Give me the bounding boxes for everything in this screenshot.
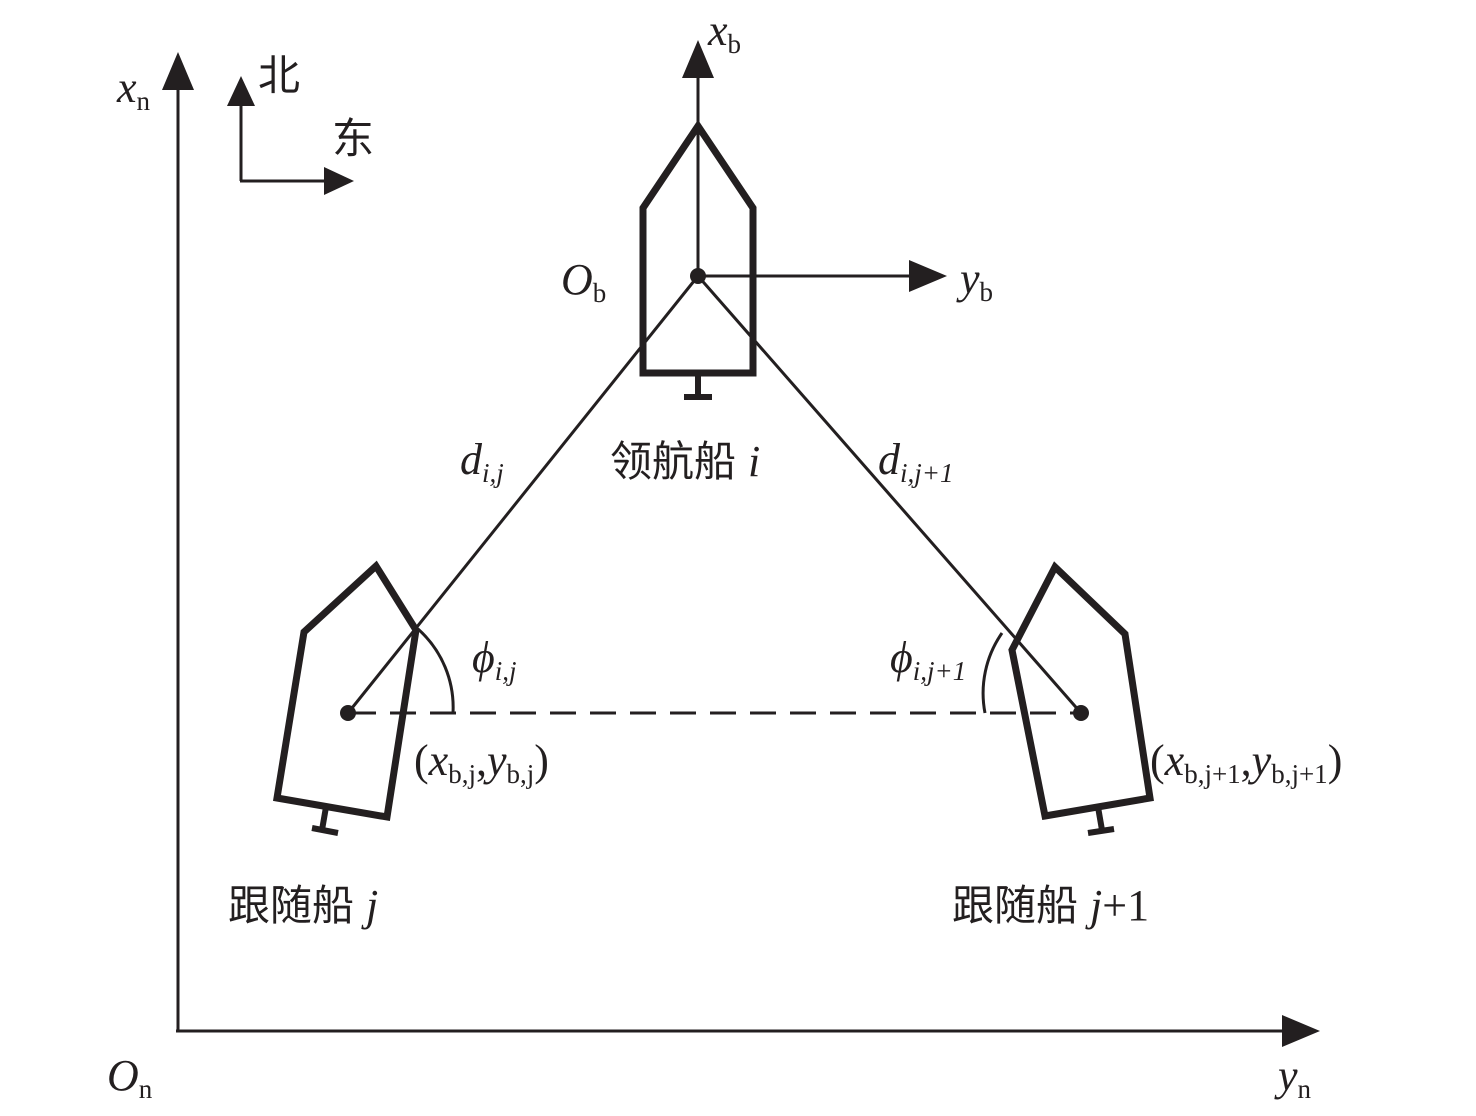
follower-j-rudder-bar [311,825,339,836]
angle-j1-label: ϕi,j+1 [890,633,966,686]
follower-j1-center-dot [1073,705,1089,721]
angle-arc-j [417,627,455,714]
yb-arrow-icon [909,260,947,292]
compass-east-arrow-icon [324,167,354,195]
ob-label: Ob [561,255,606,308]
leader-body-axes [682,40,947,292]
follower-j-hull [272,560,420,822]
xn-label: xn [116,63,151,116]
follower-j-rudder-post [319,806,329,831]
angle-arc-j1 [981,632,1004,714]
navigation-axes [162,52,1320,1047]
leader-origin-dot [690,268,706,284]
angle-j-label: ϕi,j [472,633,517,686]
follower-j1-rudder-bar [1087,826,1115,836]
formation-links [346,275,1083,715]
coord-j-label: (xb,j,yb,j) [414,736,549,789]
coord-j1-label: (xb,j+1,yb,j+1) [1150,736,1342,789]
compass [227,76,354,195]
yb-label: yb [956,254,993,307]
xn-arrow-icon [162,52,194,90]
follower-j-center-dot [340,705,356,721]
follower-j1-rudder-post [1095,806,1105,831]
compass-north-arrow-icon [227,76,255,106]
on-label: On [107,1051,153,1104]
yn-arrow-icon [1282,1015,1320,1047]
follower-j1-hull [1008,561,1154,821]
leader-ship-icon [639,119,757,400]
yn-label: yn [1274,1051,1312,1104]
xb-label: xb [707,6,741,59]
follower-j-ship-icon [272,560,420,836]
dist-j-label: di,j [460,435,504,488]
dist-j1-label: di,j+1 [878,435,953,488]
follower-j1-ship-icon [1008,561,1154,836]
leader-hull [639,119,757,377]
compass-east-label: 东 [332,114,374,163]
xb-arrow-icon [682,40,714,78]
compass-north-label: 北 [258,51,300,100]
